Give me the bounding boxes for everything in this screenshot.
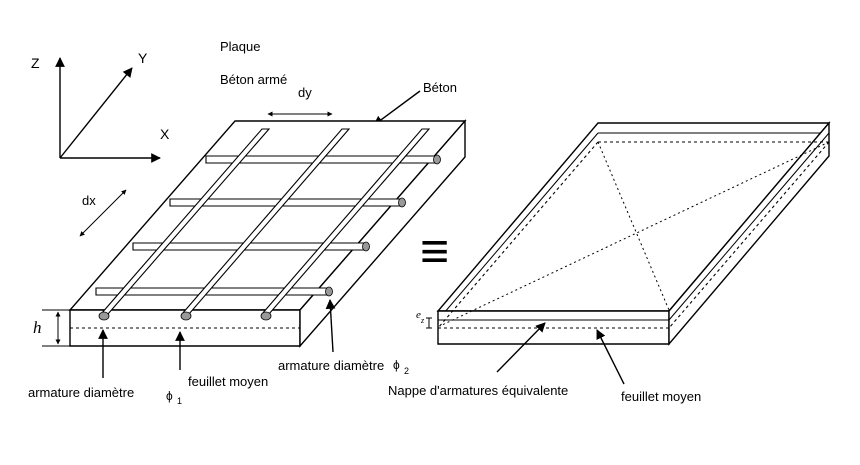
h-label: h — [33, 318, 42, 337]
plate-mid-plane-left — [437, 141, 599, 329]
plate-mid-plane-side — [668, 141, 830, 329]
z-axis-label: Z — [31, 55, 40, 71]
dx-label: dx — [82, 193, 96, 208]
rebar-layer-phi2 — [95, 154, 441, 297]
reinforced-slab — [68, 119, 467, 348]
plate-side-face — [668, 121, 830, 346]
plate-diagonal-1 — [597, 141, 670, 311]
plaque-label: Plaque — [220, 39, 260, 54]
feuillet-moyen-left-label: feuillet moyen — [188, 374, 268, 389]
rebar-x-2-end — [398, 197, 406, 208]
plate-diagonal-2 — [439, 141, 830, 327]
slab-side-face — [299, 119, 466, 348]
armature-phi1-label: armature diamètre — [28, 385, 134, 400]
rebar-x-4-end — [325, 286, 333, 297]
rebar-x-1-end — [433, 154, 441, 165]
coordinate-axes: Z Y X — [31, 50, 170, 163]
plate-side-inner-line — [668, 132, 830, 321]
beton-label: Béton — [423, 80, 457, 95]
rebar-y-2-end — [180, 311, 192, 321]
feuillet-moyen-right-label: feuillet moyen — [621, 389, 701, 404]
nappe-label: Nappe d'armatures équivalente — [388, 383, 568, 398]
dx-arrow — [79, 189, 127, 237]
phi2-symbol: ϕ — [393, 358, 400, 372]
rebar-y-1-end — [98, 311, 110, 321]
armature-phi2-arrow — [325, 299, 336, 353]
feuillet-moyen-right-arrow — [596, 329, 625, 385]
plate-left-inner-line — [437, 132, 599, 321]
rebar-x-3-end — [362, 241, 370, 252]
equivalence-sign: ≡ — [420, 223, 449, 279]
rebar-y-3-end — [260, 311, 272, 321]
rebar-x-4 — [95, 287, 330, 296]
y-axis-label: Y — [138, 50, 148, 66]
armature-phi2-label: armature diamètre — [278, 358, 384, 373]
thickness-dimension: h — [33, 309, 70, 347]
dy-label: dy — [298, 85, 312, 100]
ez-dimension: e z — [416, 309, 432, 329]
phi1-symbol: ϕ — [166, 389, 173, 403]
phi1-subscript: 1 — [177, 396, 182, 406]
equivalent-plate — [436, 121, 831, 346]
y-axis-arrow — [59, 67, 133, 159]
phi2-subscript: 2 — [404, 366, 409, 376]
beton-arrow — [373, 90, 421, 126]
x-axis-label: X — [160, 126, 170, 142]
ez-label: e — [416, 309, 421, 321]
ez-subscript: z — [420, 316, 425, 325]
rebar-layer-phi1 — [98, 128, 431, 321]
beton-arme-label: Béton armé — [220, 72, 287, 87]
nappe-arrow — [496, 322, 546, 373]
